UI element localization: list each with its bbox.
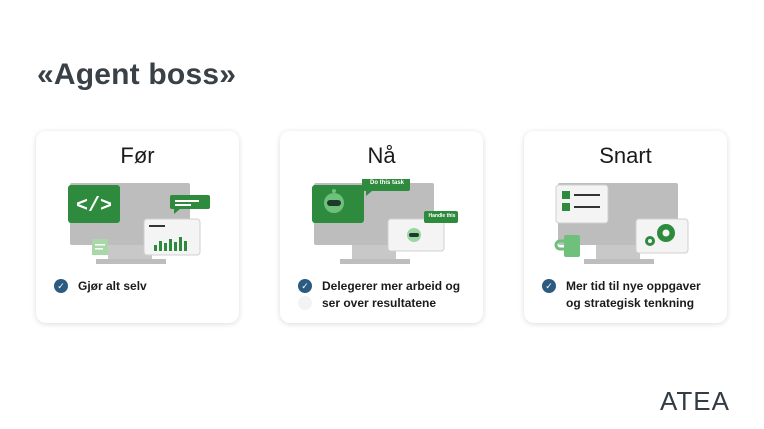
check-icon: ✓ [298, 279, 312, 293]
card-item-text-line2: ser over resultatene [322, 296, 437, 310]
ghost-check [298, 296, 312, 310]
svg-text:</>: </> [76, 195, 112, 218]
card-heading: Nå [367, 143, 396, 168]
atea-logo: ATEA [660, 388, 730, 414]
desktop-strategy-illustration [554, 183, 689, 264]
card-item-text-line2: og strategisk tenkning [566, 296, 695, 310]
card-item-text-line1: Mer tid til nye oppgaver [566, 279, 701, 293]
desktop-coding-illustration: </> [68, 183, 210, 264]
agent-bubble-2: Handle this [428, 213, 456, 219]
card-heading: Snart [599, 143, 652, 168]
check-icon: ✓ [54, 279, 68, 293]
logo-text: ATEA [660, 388, 730, 414]
desktop-agents-illustration [312, 179, 458, 264]
agent-bubble-1: Do this task [369, 180, 404, 186]
check-icon: ✓ [542, 279, 556, 293]
card-na: Nå Do this task Handle this ✓ Delegerer … [280, 131, 483, 323]
card-item-text-line1: Delegerer mer arbeid og [322, 279, 461, 293]
card-for: Før </> [36, 131, 239, 323]
card-heading: Før [120, 143, 155, 168]
slide-title: «Agent boss» [37, 58, 237, 91]
card-snart: Snart ✓ Mer tid til nye oppgaver og stra… [524, 131, 727, 323]
card-item-text: Gjør alt selv [78, 279, 147, 293]
